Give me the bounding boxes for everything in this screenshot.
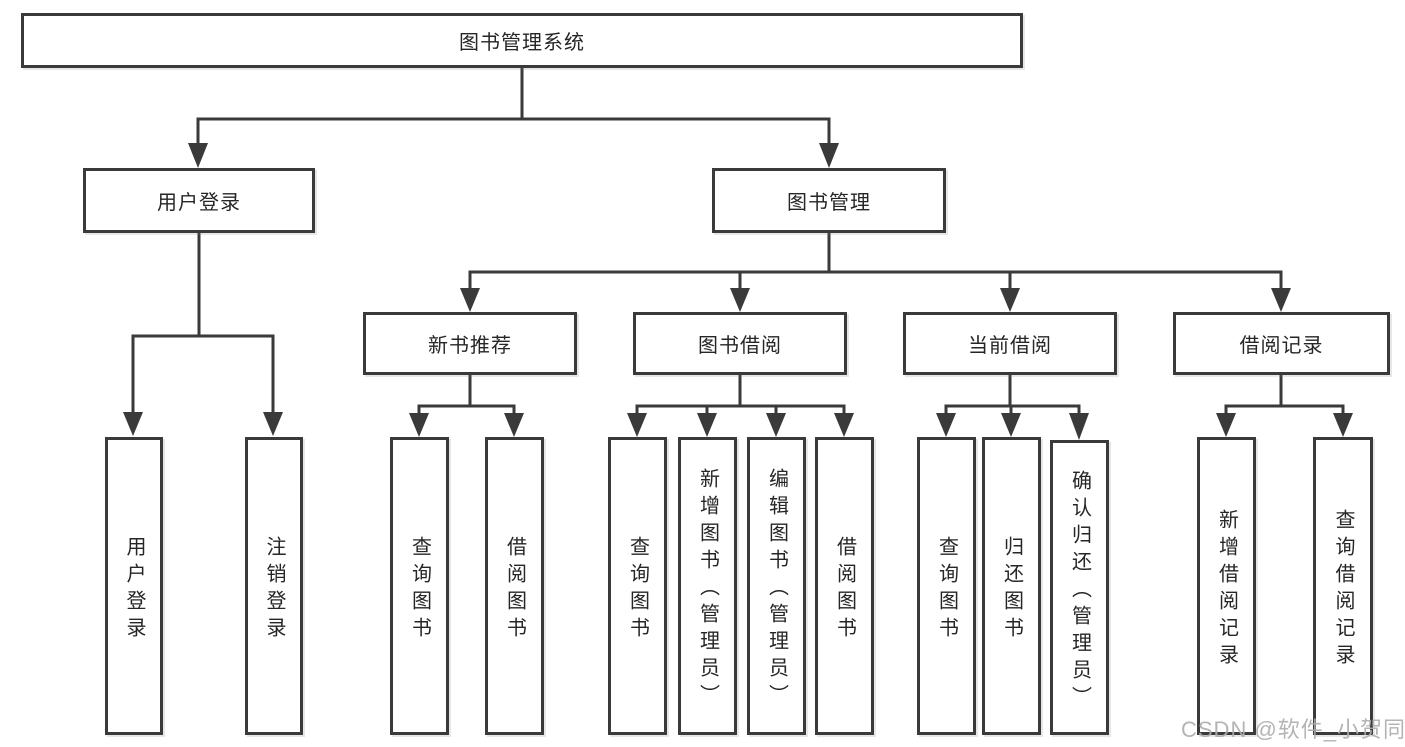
node-current-borrowing: 当前借阅 (903, 312, 1117, 375)
node-user-login-group: 用户登录 (83, 168, 315, 233)
leaf-borrow-books-1: 借阅图书 (485, 437, 544, 735)
node-library-management-system: 图书管理系统 (21, 13, 1023, 68)
leaf-query-books-2: 查询图书 (608, 437, 667, 735)
leaf-return-book: 归还图书 (982, 437, 1041, 735)
connector-user-login-to-leaves (123, 233, 283, 436)
leaf-query-borrow-record: 查询借阅记录 (1313, 437, 1373, 735)
connector-book-borrowing-to-leaves (627, 375, 854, 437)
leaf-add-borrow-record: 新增借阅记录 (1197, 437, 1256, 735)
node-book-borrowing: 图书借阅 (633, 312, 847, 375)
leaf-user-login: 用户登录 (105, 437, 163, 735)
connector-root-to-level2 (188, 68, 839, 168)
connector-book-management-to-level3 (460, 233, 1291, 312)
connector-borrowing-records-to-leaves (1216, 375, 1353, 437)
csdn-watermark: CSDN @软件_小贺同学 (1181, 717, 1405, 742)
leaf-query-books-1: 查询图书 (390, 437, 449, 735)
node-new-book-recommend: 新书推荐 (363, 312, 577, 375)
connector-current-borrowing-to-leaves (936, 375, 1089, 440)
leaf-add-book-admin: 新增图书（管理员） (678, 437, 737, 735)
leaf-logout: 注销登录 (245, 437, 303, 735)
node-borrowing-records: 借阅记录 (1173, 312, 1390, 375)
leaf-query-books-3: 查询图书 (917, 437, 976, 735)
leaf-edit-book-admin: 编辑图书（管理员） (747, 437, 806, 735)
leaf-confirm-return-admin: 确认归还（管理员） (1050, 440, 1109, 735)
node-book-management: 图书管理 (712, 168, 946, 233)
connector-new-book-recommend-to-leaves (409, 375, 524, 437)
leaf-borrow-books-2: 借阅图书 (815, 437, 874, 735)
